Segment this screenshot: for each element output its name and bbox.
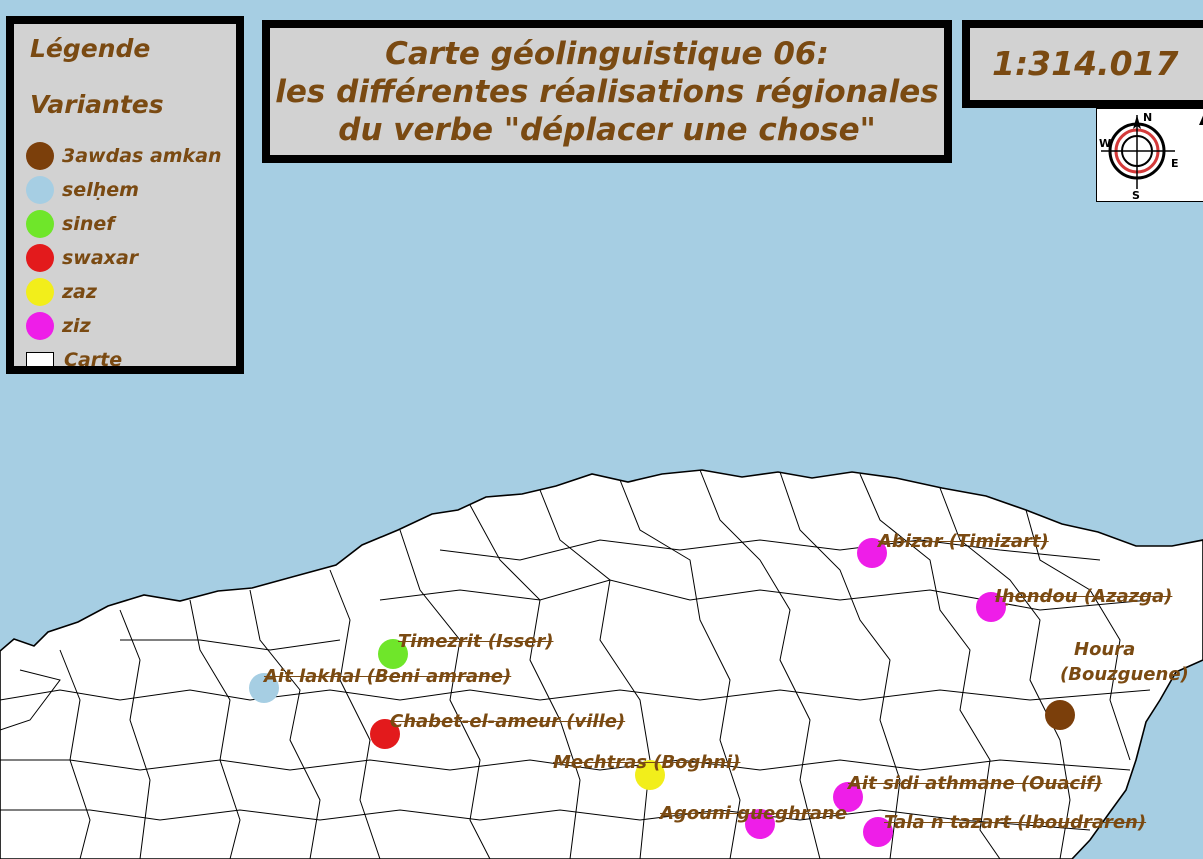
legend-item: sinef	[26, 207, 222, 241]
place-label: Ait lakhal (Beni amrane)	[264, 666, 512, 687]
legend-swatch	[26, 142, 54, 170]
place-label: Ait sidi athmane (Ouacif)	[848, 773, 1103, 794]
legend-swatch	[26, 176, 54, 204]
map-title-line-1: Carte géolinguistique 06:	[385, 36, 829, 72]
map-scale: 1:314.017	[962, 20, 1203, 108]
place-label: (Bouzguene)	[1060, 664, 1189, 685]
map-marker[interactable]	[249, 673, 279, 703]
legend-title: Légende	[30, 34, 151, 63]
legend-item: swaxar	[26, 241, 222, 275]
map-marker[interactable]	[378, 639, 408, 669]
place-label: Mechtras (Boghni)	[553, 752, 741, 773]
land-mass	[0, 469, 1203, 859]
commune-border	[439, 539, 1101, 561]
place-label: Timezrit (Isser)	[398, 631, 554, 652]
map-title-line-2: les différentes réalisations régionales	[275, 74, 939, 110]
legend-subtitle: Variantes	[30, 90, 164, 119]
place-label: Iḥendou (Azazga)	[995, 586, 1173, 607]
legend-label: sinef	[62, 213, 115, 235]
compass-graphic: N S E W	[1099, 111, 1203, 202]
place-label: Tala n tazart (Iboudraren)	[884, 812, 1147, 833]
map-marker[interactable]	[635, 760, 665, 790]
legend-label: zaz	[62, 281, 97, 303]
commune-border	[0, 669, 61, 731]
commune-border	[399, 529, 491, 859]
commune-border	[329, 569, 381, 859]
commune-border	[469, 504, 581, 859]
commune-border	[619, 479, 741, 859]
map-marker[interactable]	[1045, 700, 1075, 730]
compass-s: S	[1132, 189, 1140, 202]
legend-label: selḥem	[62, 179, 139, 201]
map-marker[interactable]	[857, 538, 887, 568]
place-label: Abizar (Timizart)	[878, 531, 1049, 552]
legend-label: 3awdas amkan	[62, 145, 222, 167]
legend-swatch	[26, 278, 54, 306]
commune-border	[779, 471, 901, 859]
place-label: Chabet-el-ameur (ville)	[390, 711, 626, 732]
legend-label: ziz	[62, 315, 91, 337]
legend-label: swaxar	[62, 247, 139, 269]
map-marker[interactable]	[863, 817, 893, 847]
compass-w: W	[1099, 137, 1111, 150]
map-marker[interactable]	[370, 719, 400, 749]
legend-panel: Légende Variantes 3awdas amkan selḥem si…	[6, 16, 244, 374]
legend-item: zaz	[26, 275, 222, 309]
legend-item-map: Carte	[26, 343, 222, 371]
place-label: Agouni gueghrane	[660, 803, 847, 824]
legend-swatch	[26, 312, 54, 340]
commune-border	[0, 809, 1091, 831]
commune-border	[189, 599, 241, 859]
map-marker[interactable]	[833, 782, 863, 812]
commune-border	[859, 473, 1001, 859]
compass-n: N	[1143, 111, 1152, 124]
legend-item: ziz	[26, 309, 222, 343]
commune-border	[119, 609, 151, 859]
compass-rose-icon: N S E W	[1096, 108, 1203, 202]
map-marker[interactable]	[745, 809, 775, 839]
commune-border	[699, 469, 821, 859]
commune-border	[0, 759, 1131, 771]
place-label: Houra	[1074, 639, 1136, 660]
map-title-line-3: du verbe "déplacer une chose"	[338, 112, 876, 148]
commune-border	[120, 639, 341, 651]
legend-list: 3awdas amkan selḥem sinef swaxar zaz ziz…	[26, 139, 222, 371]
commune-border	[0, 689, 1151, 701]
legend-label: Carte	[64, 349, 123, 371]
legend-item: selḥem	[26, 173, 222, 207]
legend-swatch	[26, 244, 54, 272]
commune-border	[939, 487, 1071, 859]
commune-border	[249, 589, 321, 859]
map-swatch	[26, 352, 54, 366]
compass-e: E	[1171, 157, 1179, 170]
commune-border	[1025, 509, 1131, 761]
map-title-panel: Carte géolinguistique 06: les différente…	[262, 20, 952, 163]
legend-swatch	[26, 210, 54, 238]
legend-item: 3awdas amkan	[26, 139, 222, 173]
map-marker[interactable]	[976, 592, 1006, 622]
